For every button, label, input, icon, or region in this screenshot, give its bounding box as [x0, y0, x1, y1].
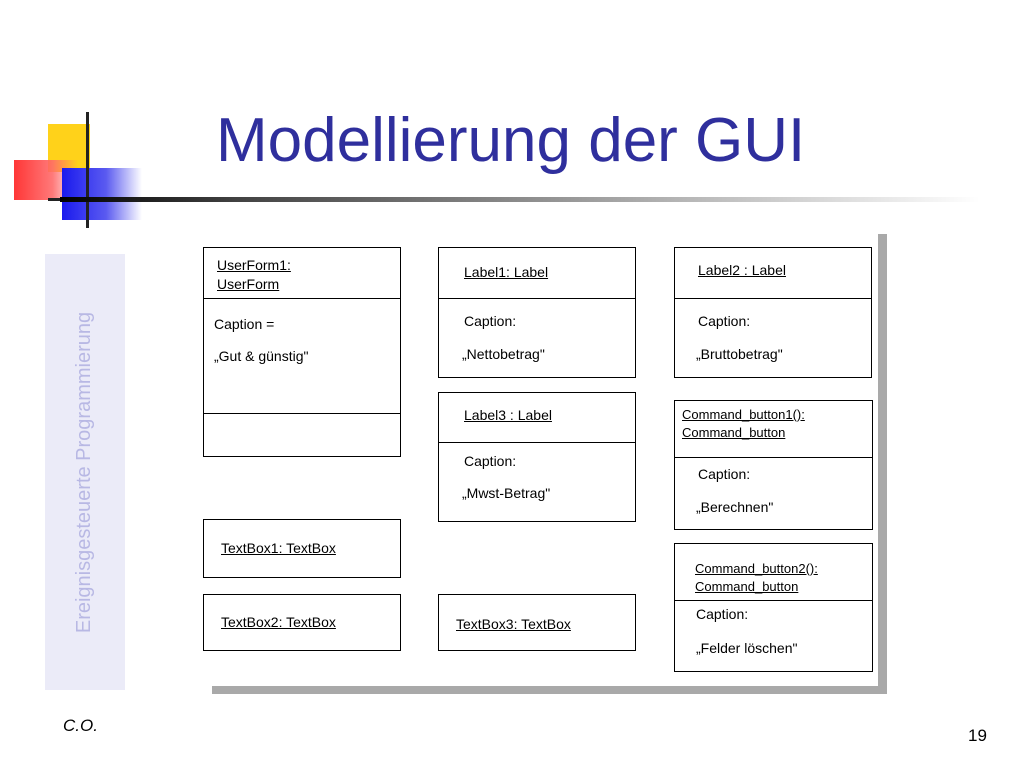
- textbox2-box: TextBox2: TextBox: [203, 594, 401, 651]
- label2-name: Label2 : Label: [698, 262, 786, 278]
- userform-attr-line1: Caption =: [214, 316, 275, 332]
- label1-box: Label1: Label Caption: „Nettobetrag": [438, 247, 636, 378]
- page-number: 19: [968, 726, 987, 745]
- title-rule: [60, 197, 980, 202]
- side-bar: [45, 254, 125, 690]
- logo-blue-square: [62, 168, 142, 220]
- diagram-panel: UserForm1: UserForm Caption = „Gut & gün…: [203, 226, 878, 686]
- command1-attr-line2: „Berechnen": [696, 499, 774, 515]
- label1-header: Label1: Label: [439, 248, 635, 299]
- command2-name-line2: Command_button: [695, 579, 799, 594]
- userform-name-line1: UserForm1:: [217, 257, 291, 273]
- command1-box: Command_button1(): Command_button Captio…: [674, 400, 873, 530]
- command1-name-line1: Command_button1():: [682, 407, 805, 422]
- label2-attr-line1: Caption:: [698, 313, 751, 329]
- userform-box: UserForm1: UserForm Caption = „Gut & gün…: [203, 247, 401, 457]
- label3-attr-line1: Caption:: [464, 453, 517, 469]
- userform-header: UserForm1: UserForm: [204, 248, 400, 299]
- slide-title: Modellierung der GUI: [216, 106, 806, 175]
- label3-attr-line2: „Mwst-Betrag": [462, 485, 551, 501]
- userform-attr-line2: „Gut & günstig": [214, 348, 309, 364]
- side-label-container: Ereignisgesteuerte Programmierung: [45, 254, 125, 690]
- command2-name-line1: Command_button2():: [695, 561, 818, 576]
- command1-attr-line1: Caption:: [698, 466, 751, 482]
- textbox1-name: TextBox1: TextBox: [221, 540, 336, 556]
- userform-name-line2: UserForm: [217, 276, 280, 292]
- label3-header: Label3 : Label: [439, 393, 635, 443]
- command2-attr-line2: „Felder löschen": [696, 640, 798, 656]
- footer-author: C.O.: [63, 716, 98, 735]
- command1-header: Command_button1(): Command_button: [675, 401, 872, 458]
- command2-attr-line1: Caption:: [696, 606, 749, 622]
- logo-vertical-line: [86, 112, 89, 228]
- label2-header: Label2 : Label: [675, 248, 871, 299]
- textbox1-box: TextBox1: TextBox: [203, 519, 401, 578]
- command2-header: Command_button2(): Command_button: [675, 544, 872, 601]
- textbox3-name: TextBox3: TextBox: [456, 616, 571, 632]
- textbox3-box: TextBox3: TextBox: [438, 594, 636, 651]
- label2-box: Label2 : Label Caption: „Bruttobetrag": [674, 247, 872, 378]
- label1-attr-line1: Caption:: [464, 313, 517, 329]
- side-label: Ereignisgesteuerte Programmierung: [73, 311, 96, 633]
- label1-name: Label1: Label: [464, 264, 549, 280]
- label1-attr-line2: „Nettobetrag": [462, 346, 545, 362]
- command2-box: Command_button2(): Command_button Captio…: [674, 543, 873, 672]
- userform-divider: [204, 413, 400, 414]
- label2-attr-line2: „Bruttobetrag": [696, 346, 783, 362]
- label3-name: Label3 : Label: [464, 407, 552, 423]
- textbox2-name: TextBox2: TextBox: [221, 614, 336, 630]
- command1-name-line2: Command_button: [682, 425, 786, 440]
- label3-box: Label3 : Label Caption: „Mwst-Betrag": [438, 392, 636, 522]
